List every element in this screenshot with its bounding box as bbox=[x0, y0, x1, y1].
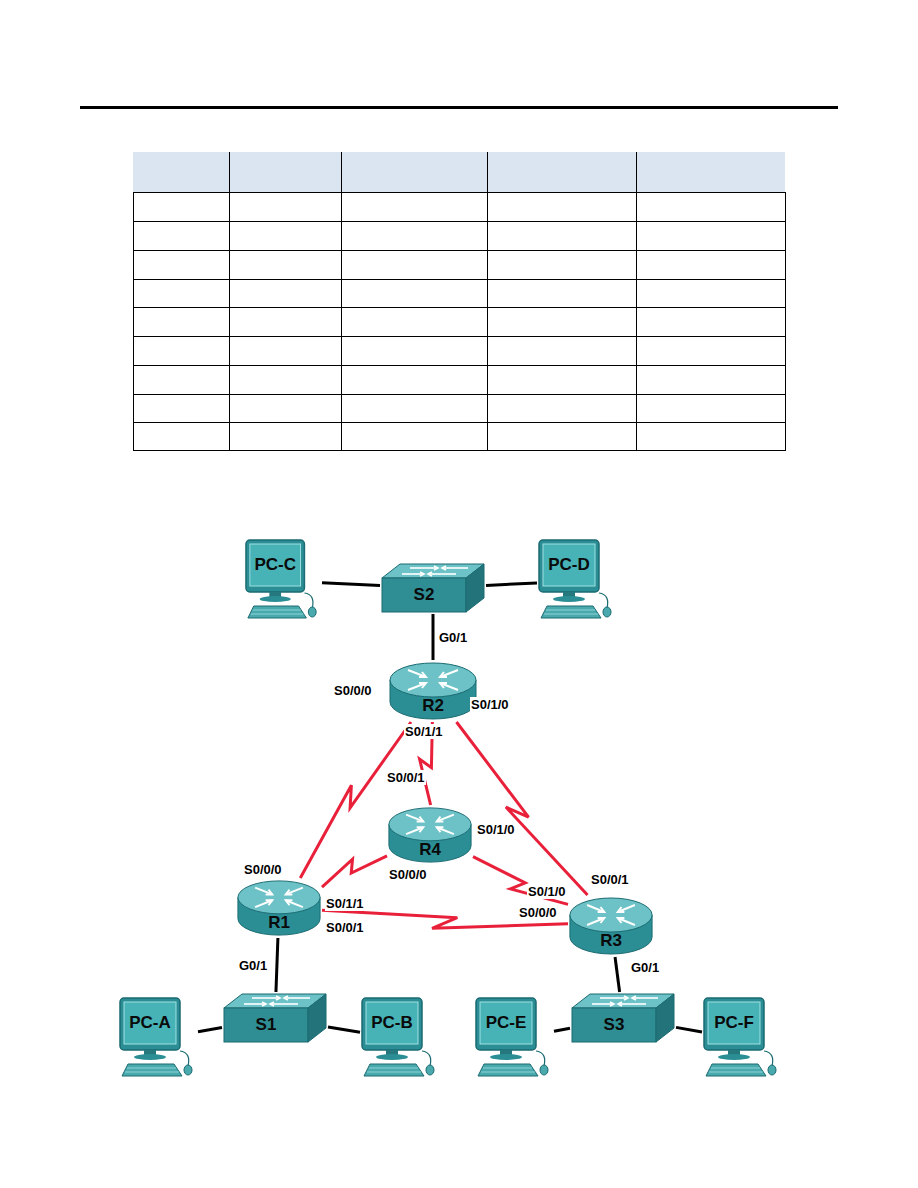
interface-label: S0/0/0 bbox=[518, 905, 558, 920]
ethernet-link bbox=[198, 1028, 222, 1032]
device-name: PC-B bbox=[366, 1013, 418, 1033]
link-line bbox=[486, 583, 537, 585]
device-name: PC-E bbox=[480, 1013, 532, 1033]
top-rule bbox=[80, 106, 838, 109]
interface-label: S0/1/1 bbox=[404, 724, 444, 739]
interface-label: S0/0/1 bbox=[325, 920, 365, 935]
pc-icon: PC-B bbox=[360, 996, 440, 1082]
device-name: R2 bbox=[390, 696, 476, 716]
link-line bbox=[615, 957, 620, 992]
interface-label: S0/1/0 bbox=[527, 884, 567, 899]
switch-icon: S3 bbox=[570, 992, 676, 1044]
link-line bbox=[456, 722, 587, 895]
ethernet-link bbox=[276, 938, 278, 992]
router-icon: R2 bbox=[388, 660, 478, 722]
link-line bbox=[198, 1028, 222, 1032]
device-name: R3 bbox=[570, 931, 652, 951]
pc-icon-art bbox=[244, 538, 322, 624]
device-name: PC-C bbox=[250, 555, 301, 575]
pc-icon-art bbox=[702, 996, 782, 1082]
device-name: PC-A bbox=[124, 1013, 176, 1033]
pc-icon: PC-F bbox=[702, 996, 782, 1082]
interface-label: S0/1/1 bbox=[325, 896, 365, 911]
interface-label: S0/0/0 bbox=[333, 683, 373, 698]
pc-icon-art bbox=[474, 996, 554, 1082]
ethernet-link bbox=[486, 583, 537, 585]
pc-icon: PC-E bbox=[474, 996, 554, 1082]
pc-icon: PC-D bbox=[537, 538, 617, 624]
link-line bbox=[328, 1027, 360, 1032]
link-line bbox=[276, 938, 278, 992]
router-icon: R3 bbox=[568, 895, 654, 957]
link-line bbox=[300, 722, 411, 878]
router-icon: R4 bbox=[387, 805, 473, 865]
link-line bbox=[554, 1028, 570, 1031]
ethernet-link bbox=[554, 1028, 570, 1031]
link-line bbox=[676, 1027, 702, 1032]
router-icon: R1 bbox=[236, 878, 322, 938]
empty-table bbox=[133, 152, 786, 451]
serial-link bbox=[456, 722, 587, 895]
interface-label: S0/0/1 bbox=[386, 770, 426, 785]
interface-label: S0/0/0 bbox=[243, 862, 283, 877]
interface-label: S0/1/0 bbox=[476, 822, 516, 837]
ethernet-link bbox=[328, 1027, 360, 1032]
serial-link bbox=[473, 857, 568, 905]
switch-icon: S1 bbox=[222, 992, 328, 1044]
device-name: R4 bbox=[389, 840, 471, 860]
ethernet-link bbox=[322, 583, 380, 586]
pc-icon-art bbox=[360, 996, 440, 1082]
interface-label: S0/1/0 bbox=[470, 697, 510, 712]
ethernet-link bbox=[433, 614, 434, 660]
link-line bbox=[322, 583, 380, 586]
pc-icon: PC-C bbox=[244, 538, 322, 624]
switch-icon: S2 bbox=[380, 562, 486, 614]
serial-link bbox=[300, 722, 411, 878]
link-line bbox=[473, 857, 568, 905]
interface-label: S0/0/0 bbox=[388, 867, 428, 882]
device-name: PC-D bbox=[543, 555, 595, 575]
interface-label: G0/1 bbox=[438, 630, 468, 645]
device-name: R1 bbox=[238, 913, 320, 933]
interface-label: S0/0/1 bbox=[590, 872, 630, 887]
device-name: S1 bbox=[224, 1015, 308, 1035]
interface-label: G0/1 bbox=[630, 960, 660, 975]
ethernet-link bbox=[676, 1027, 702, 1032]
pc-icon: PC-A bbox=[118, 996, 198, 1082]
pc-icon-art bbox=[118, 996, 198, 1082]
link-line bbox=[322, 856, 387, 887]
device-name: S3 bbox=[572, 1015, 656, 1035]
device-name: S2 bbox=[382, 585, 466, 605]
device-name: PC-F bbox=[708, 1013, 760, 1033]
serial-link bbox=[322, 856, 387, 887]
link-line bbox=[432, 614, 435, 660]
ethernet-link bbox=[615, 957, 620, 992]
pc-icon-art bbox=[537, 538, 617, 624]
interface-label: G0/1 bbox=[238, 958, 268, 973]
